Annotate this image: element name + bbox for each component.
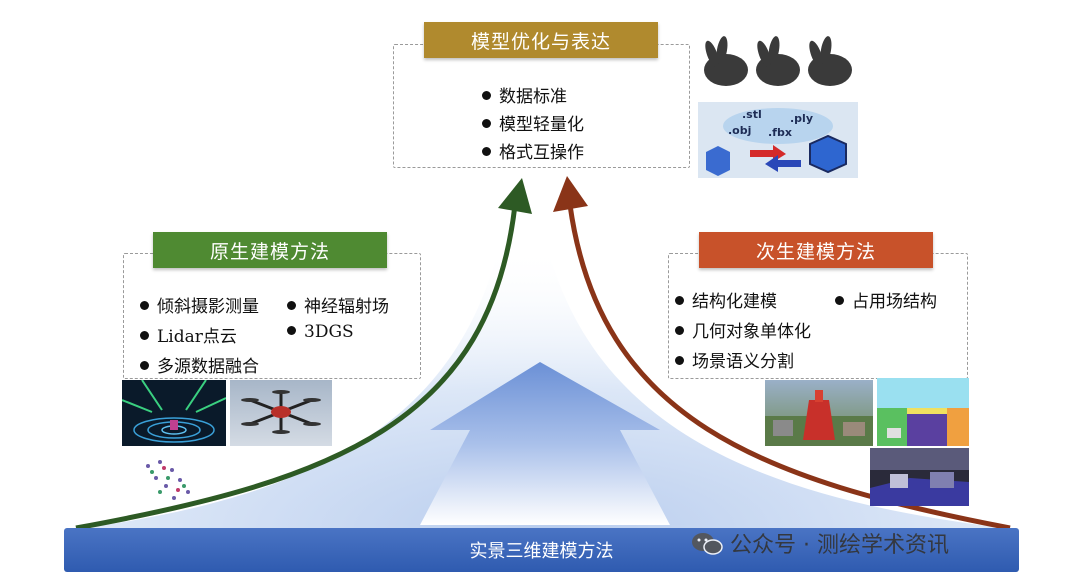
left-item-1: 倾斜摄影测量: [140, 292, 259, 317]
watermark: 公众号 · 测绘学术资讯: [690, 527, 949, 559]
right-item-2: 占用场结构: [835, 287, 937, 312]
left-header: 原生建模方法: [153, 232, 387, 268]
bullet-dot: [675, 356, 684, 365]
top-box: [393, 44, 690, 168]
format-stl: .stl: [742, 108, 762, 121]
bullet-dot: [140, 301, 149, 310]
top-item-1: 数据标准: [482, 82, 567, 107]
bullet-dot: [140, 331, 149, 340]
bullet-dot: [675, 326, 684, 335]
bullet-dot: [482, 91, 491, 100]
top-header: 模型优化与表达: [424, 22, 658, 58]
format-fbx: .fbx: [768, 126, 792, 139]
green-arrow-head: [498, 178, 532, 214]
bullet-dot: [482, 147, 491, 156]
top-item-3: 格式互操作: [482, 138, 584, 163]
left-box: [123, 253, 421, 379]
bullet-dot: [140, 361, 149, 370]
right-header: 次生建模方法: [699, 232, 933, 268]
red-arrow: [567, 204, 1011, 531]
right-item-4: 场景语义分割: [675, 347, 794, 372]
center-arrow: [420, 362, 670, 525]
semantic-scene-image: [870, 448, 969, 506]
format-conversion-image: .stl .ply .obj .fbx: [698, 102, 858, 178]
bullet-dot: [835, 296, 844, 305]
bullet-dot: [287, 326, 296, 335]
right-item-3: 几何对象单体化: [675, 317, 811, 342]
right-box: [668, 253, 968, 379]
left-item-5: 多源数据融合: [140, 352, 259, 377]
red-arrow-head: [553, 176, 588, 212]
base-bar: 实景三维建模方法: [64, 528, 1019, 572]
bullet-dot: [287, 301, 296, 310]
city-model-image: [765, 380, 873, 446]
watermark-text: 公众号 · 测绘学术资讯: [730, 533, 949, 558]
bullet-dot: [675, 296, 684, 305]
drone-image: [230, 380, 332, 446]
wechat-icon: [692, 533, 723, 555]
format-obj: .obj: [728, 124, 751, 137]
left-item-4: 3DGS: [287, 322, 354, 342]
lidar-scan-image: [122, 380, 226, 446]
bunny-models-image: [704, 36, 852, 86]
top-item-2: 模型轻量化: [482, 110, 584, 135]
green-arrow: [75, 204, 518, 531]
format-ply: .ply: [790, 112, 813, 125]
format-illustration: .stl .ply .obj .fbx: [706, 108, 847, 176]
left-item-3: Lidar点云: [140, 322, 237, 347]
bullet-dot: [482, 119, 491, 128]
occupancy-scene-image: [877, 378, 969, 446]
point-cloud-image: [130, 452, 210, 508]
left-item-2: 神经辐射场: [287, 292, 389, 317]
base-title: 实景三维建模方法: [469, 541, 614, 562]
right-item-1: 结构化建模: [675, 287, 777, 312]
